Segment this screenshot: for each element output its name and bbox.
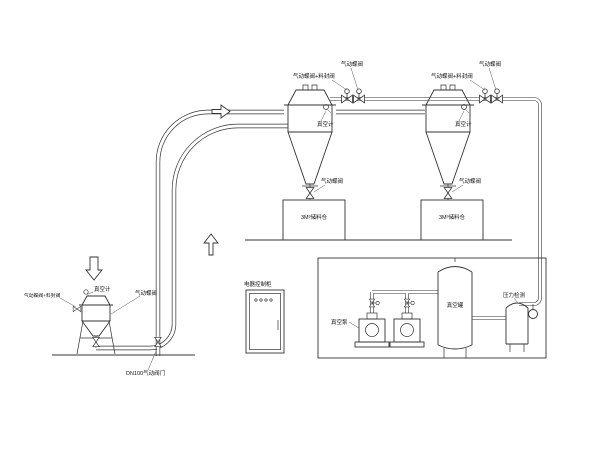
- butterfly-valve-icon: [305, 187, 315, 199]
- filter-separator: [505, 302, 538, 352]
- label-feeder-seal-valve: 气动蝶阀+料封阀: [24, 292, 61, 299]
- label-cyclone1-seal-valve: 气动蝶阀+料封阀: [293, 72, 335, 80]
- label-cyclone1-bottom-valve: 气动蝶阀: [321, 177, 343, 185]
- label-cyclone1-valve: 气动蝶阀: [341, 60, 363, 68]
- label-silo-2: 3M³储料仓: [439, 213, 465, 221]
- vacuum-pump-2: [389, 312, 425, 348]
- indicator-light-icon: [269, 298, 273, 302]
- pressure-gauge-icon: [528, 309, 538, 319]
- butterfly-valve-icon: [443, 187, 453, 199]
- flow-arrow-up-icon: [203, 233, 219, 256]
- storage-silo-2: [420, 199, 484, 241]
- label-cyclone2-valve: 气动蝶阀: [479, 60, 501, 68]
- leader-lines: [59, 67, 519, 371]
- vacuum-pump-1: [354, 312, 390, 348]
- vacuum-gauge-icon: [83, 289, 89, 295]
- label-pressure-detect: 压力检测: [503, 291, 526, 299]
- dn100-valve-icon: [154, 336, 162, 348]
- seal-valve-icon: [72, 306, 82, 312]
- flow-arrow-right-icon: [211, 104, 231, 119]
- storage-silo-1: [282, 199, 346, 241]
- butterfly-valve-icon: [92, 336, 100, 348]
- label-cyclone2-seal-valve: 气动蝶阀+料封阀: [431, 72, 473, 80]
- vacuum-pipe: [330, 97, 542, 306]
- indicator-light-icon: [254, 298, 258, 302]
- label-control-cabinet: 电器控制柜: [244, 280, 272, 288]
- label-dn100-valve: DN100气动阀门: [126, 369, 165, 377]
- pump-manifold-pipe: [370, 290, 506, 320]
- pump-room-outline: [317, 257, 547, 359]
- label-vacuum-pump: 真空泵: [331, 318, 348, 326]
- material-pipe-a: [96, 123, 288, 351]
- feeder-hopper: [76, 289, 116, 355]
- indicator-light-icon: [259, 298, 263, 302]
- label-cyclone2-gauge: 真空计: [455, 120, 472, 128]
- label-cyclone1-gauge: 真空计: [317, 120, 334, 128]
- flow-arrow-down-icon: [85, 256, 103, 281]
- vacuum-gauge-icon: [323, 104, 329, 110]
- label-silo-1: 3M³储料仓: [301, 213, 327, 221]
- material-pipe-b: [155, 109, 425, 356]
- vacuum-gauge-icon: [461, 104, 467, 110]
- control-cabinet: [245, 289, 285, 354]
- label-cyclone2-bottom-valve: 气动蝶阀: [459, 177, 481, 185]
- label-vacuum-tank: 真空罐: [447, 301, 464, 309]
- vacuum-tank: [437, 258, 473, 358]
- label-feeder-gauge: 真空计: [94, 285, 111, 293]
- indicator-light-icon: [264, 298, 268, 302]
- label-feeder-valve: 气动蝶阀: [135, 289, 157, 297]
